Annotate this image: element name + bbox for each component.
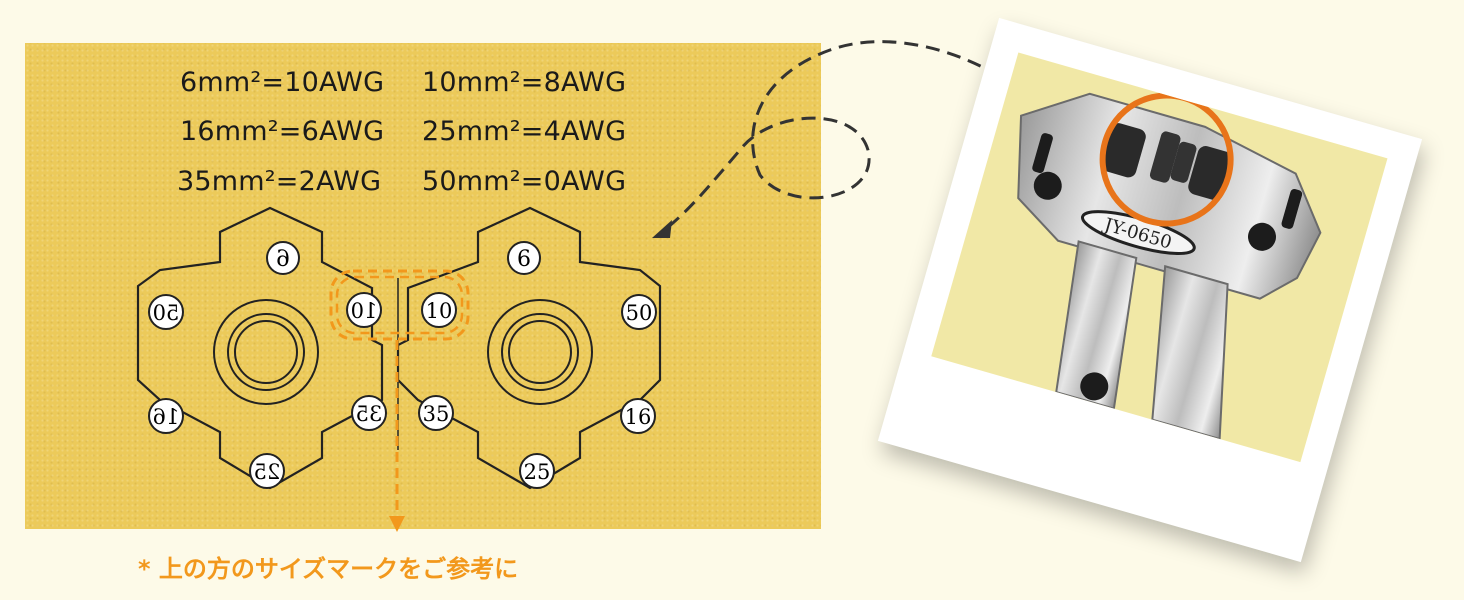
- conversion-label: 16mm²=6AWG: [180, 116, 385, 147]
- svg-text:16: 16: [153, 405, 180, 429]
- die-right: 6 10 50 35 16 25: [396, 206, 662, 490]
- die-left-ring: [234, 320, 298, 384]
- crimping-tool-illustration: JY-0650: [1017, 92, 1322, 441]
- highlight-box-inner: [335, 275, 464, 335]
- size-mark: 10: [346, 292, 382, 328]
- size-mark: 35: [351, 395, 387, 431]
- reference-note: * 上の方のサイズマークをご参考に: [138, 555, 519, 583]
- svg-text:35: 35: [356, 402, 383, 426]
- svg-text:25: 25: [524, 460, 551, 484]
- dashed-loop-arrow: [661, 40, 1037, 234]
- size-mark: 50: [148, 294, 184, 330]
- tool-handle-left: [1055, 240, 1138, 410]
- size-mark: 6: [266, 241, 300, 275]
- svg-text:50: 50: [626, 301, 653, 325]
- tool-photo: JY-0650: [931, 52, 1388, 463]
- highlight-box: [329, 269, 470, 341]
- size-mark: 35: [418, 395, 454, 431]
- conversion-label: 35mm²=2AWG: [177, 166, 382, 197]
- arrow-head-icon: [389, 516, 405, 532]
- size-mark: 6: [507, 241, 541, 275]
- die-left-outline: [136, 206, 384, 490]
- svg-text:35: 35: [423, 402, 450, 426]
- size-mark: 25: [249, 453, 285, 489]
- svg-text:50: 50: [153, 301, 180, 325]
- bolt-icon: [1033, 171, 1062, 200]
- tool-handle-right: [1151, 264, 1229, 441]
- svg-text:10: 10: [426, 299, 453, 323]
- tool-photo-frame: JY-0650: [877, 17, 1423, 563]
- svg-text:25: 25: [254, 460, 281, 484]
- die-right-outline: [396, 206, 662, 490]
- bolt-icon: [1247, 222, 1276, 251]
- die-jaw: [1149, 131, 1181, 183]
- die-right-ring: [487, 299, 593, 405]
- svg-text:6: 6: [517, 247, 531, 272]
- size-chart-panel: 6mm²=10AWG 10mm²=8AWG 16mm²=6AWG 25mm²=4…: [25, 43, 821, 529]
- conversion-label: 25mm²=4AWG: [422, 116, 627, 147]
- svg-text:6: 6: [276, 247, 290, 272]
- size-mark: 10: [421, 292, 457, 328]
- size-mark: 16: [620, 398, 656, 434]
- slot: [1281, 189, 1303, 229]
- conversion-label: 50mm²=0AWG: [422, 166, 627, 197]
- die-left-ring: [213, 299, 319, 405]
- arrow-head-icon: [652, 220, 672, 238]
- die-left: 6 50 16 25 35 10: [136, 206, 387, 490]
- die-left-ring: [227, 313, 305, 391]
- slot: [1032, 133, 1053, 174]
- bolt-icon: [1080, 372, 1109, 401]
- die-jaw: [1170, 141, 1197, 183]
- svg-text:16: 16: [625, 405, 652, 429]
- size-mark: 16: [148, 398, 184, 434]
- die-right-ring: [501, 313, 579, 391]
- conversion-label: 10mm²=8AWG: [422, 67, 627, 98]
- die-right-ring: [508, 320, 572, 384]
- conversion-label: 6mm²=10AWG: [180, 67, 385, 98]
- size-mark: 25: [519, 453, 555, 489]
- svg-text:10: 10: [351, 299, 378, 323]
- size-mark: 50: [621, 294, 657, 330]
- die-jaw: [1101, 123, 1146, 178]
